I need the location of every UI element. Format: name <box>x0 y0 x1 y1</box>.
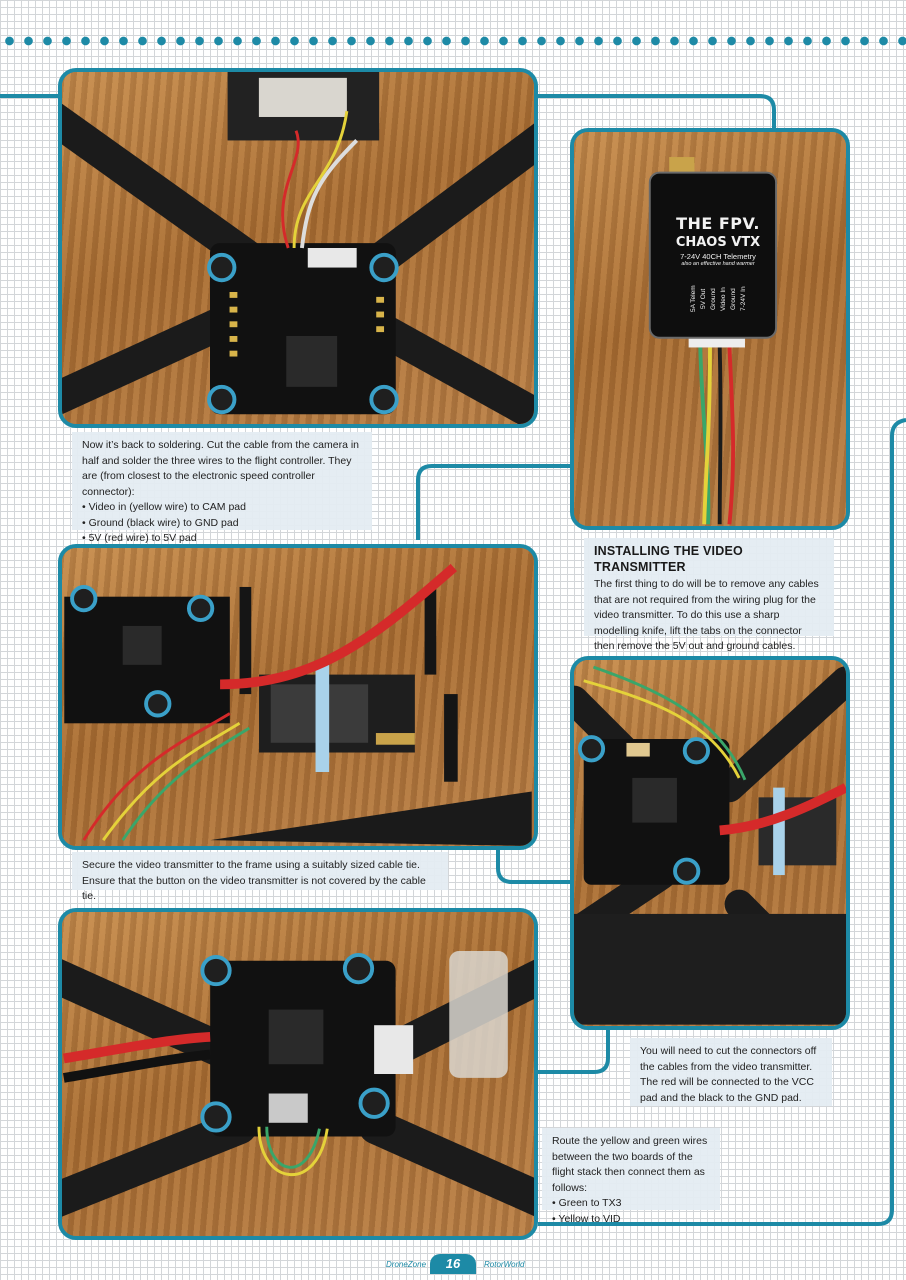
page-number: 16 <box>430 1254 476 1274</box>
vtx-brand: THE FPV. <box>676 214 760 233</box>
photo-4-illustration <box>574 665 846 1026</box>
caption-installing-vtx: INSTALLING THE VIDEO TRANSMITTER The fir… <box>584 538 834 652</box>
footer-section-right: RotorWorld <box>484 1260 525 1269</box>
caption-secure-body: Secure the video transmitter to the fram… <box>82 859 426 902</box>
list-item: Video in (yellow wire) to CAM pad <box>82 500 362 516</box>
vtx-spec: 7-24V 40CH Telemetry <box>680 252 756 261</box>
vtx-tagline: also an effective hand warmer <box>681 261 755 267</box>
caption-route-wires: Route the yellow and green wires between… <box>542 1128 720 1225</box>
vtx-pin-label: Ground <box>729 288 737 310</box>
caption-cut-body: You will need to cut the connectors off … <box>640 1045 817 1104</box>
photo-3-illustration <box>64 563 532 846</box>
photo-flight-controller-soldering <box>58 68 538 428</box>
photo-video-transmitter: THE FPV. CHAOS VTX 7-24V 40CH Telemetry … <box>570 128 850 530</box>
vtx-pin-list: 5A Telem 5V Out Ground Video In Ground 7… <box>656 273 780 325</box>
page-footer: DroneZone 16 RotorWorld <box>0 1252 906 1276</box>
vtx-pin-label: 7-24V In <box>739 286 747 312</box>
photo-vtx-secured-cable-tie <box>58 544 538 850</box>
caption-soldering: Now it’s back to soldering. Cut the cabl… <box>72 432 372 544</box>
caption-route-intro: Route the yellow and green wires between… <box>552 1135 708 1194</box>
photo-5-illustration <box>62 951 534 1217</box>
photo-vtx-wiring-to-fc <box>570 656 850 1030</box>
list-item: 5V (red wire) to 5V pad <box>82 531 362 547</box>
dotted-header-rule <box>0 34 906 48</box>
photo-1-illustration <box>62 72 534 424</box>
photo-route-wires <box>58 908 538 1240</box>
caption-cut-connectors: You will need to cut the connectors off … <box>630 1038 832 1106</box>
photo-2-illustration <box>648 157 778 525</box>
vtx-pin-label: 5A Telem <box>689 285 697 313</box>
caption-secure-vtx: Secure the video transmitter to the fram… <box>72 852 448 902</box>
vtx-pin-label: 5V Out <box>699 288 707 310</box>
vtx-model: CHAOS VTX <box>675 235 761 250</box>
vtx-label: THE FPV. CHAOS VTX 7-24V 40CH Telemetry … <box>656 214 780 325</box>
vtx-pin-label: Video In <box>719 287 727 311</box>
list-item: Ground (black wire) to GND pad <box>82 516 362 532</box>
caption-route-list: Green to TX3 Yellow to VID <box>552 1196 710 1227</box>
list-item: Green to TX3 <box>552 1196 710 1212</box>
caption-soldering-list: Video in (yellow wire) to CAM pad Ground… <box>82 500 362 547</box>
section-heading: INSTALLING THE VIDEO TRANSMITTER <box>594 544 743 574</box>
list-item: Yellow to VID <box>552 1212 710 1228</box>
vtx-pin-label: Ground <box>709 288 717 310</box>
caption-installing-body: The first thing to do will be to remove … <box>594 578 819 652</box>
footer-section-left: DroneZone <box>386 1260 427 1269</box>
caption-soldering-intro: Now it’s back to soldering. Cut the cabl… <box>82 439 360 498</box>
